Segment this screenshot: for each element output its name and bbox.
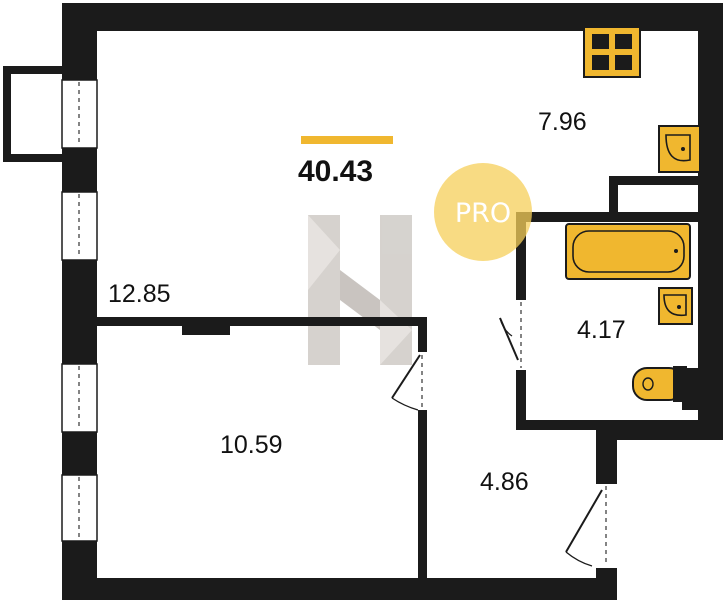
- pro-badge: PRO: [434, 163, 532, 261]
- stove-icon: [583, 26, 641, 78]
- balcony: [3, 66, 65, 162]
- kitchen-sink-icon: [658, 125, 701, 173]
- bathroom-sink-icon: [658, 287, 693, 325]
- toilet-icon: [632, 366, 687, 402]
- living-room-area-label: 12.85: [108, 280, 171, 308]
- total-area-label: 40.43: [298, 155, 373, 188]
- doors: [391, 300, 621, 568]
- bathtub-icon: [565, 223, 691, 280]
- pro-badge-text: PRO: [455, 198, 511, 229]
- bathroom-area-label: 4.17: [577, 316, 626, 344]
- bedroom-area-label: 10.59: [220, 431, 283, 459]
- watermark-logo: [308, 215, 412, 365]
- kitchen-area-label: 7.96: [538, 108, 587, 136]
- windows: [61, 79, 98, 542]
- hall-area-label: 4.86: [480, 468, 529, 496]
- total-area-accent-bar: [301, 136, 393, 144]
